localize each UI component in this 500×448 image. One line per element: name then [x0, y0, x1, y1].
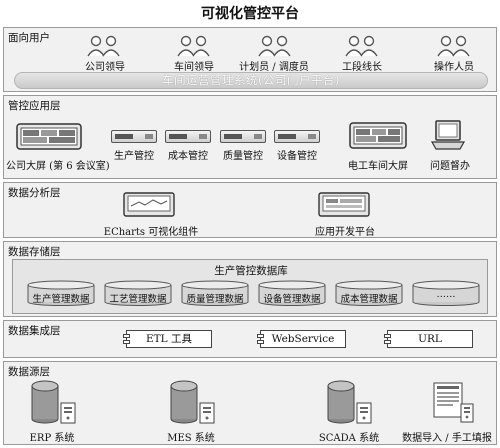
manual-entry-icon: [433, 382, 474, 423]
etl-component: ETL 工具: [123, 330, 212, 348]
company-leader-icon: [87, 35, 120, 57]
module-cost: 成本管控: [168, 151, 208, 162]
dev-platform-label: 应用开发平台: [315, 227, 375, 238]
scada-label: SCADA 系统: [318, 433, 380, 444]
echarts-monitor-icon: [123, 192, 175, 217]
database-group: 生产管控数据库 生产管理数据 工艺管理数据 质量管理数据 设备管理数据 成本管理…: [12, 259, 488, 314]
db-cost-label: 成本管理数据: [340, 294, 398, 305]
production-server-icon: [111, 130, 157, 143]
diagram-title: 可视化管控平台: [201, 6, 299, 22]
person-label-company-leader: 公司领导: [85, 62, 125, 73]
database-group-title: 生产管控数据库: [214, 265, 288, 277]
analysis-layer-label: 数据分析层: [8, 187, 61, 199]
db-production-icon: [27, 280, 95, 306]
echarts-label: ECharts 可视化组件: [103, 227, 199, 238]
etl-label: ETL 工具: [146, 333, 192, 345]
workshop-screen-icon: [349, 122, 407, 149]
operator-icon: [437, 35, 470, 57]
db-quality-icon: [181, 280, 249, 306]
planner-icon: [258, 35, 291, 57]
scada-database-icon: [327, 380, 372, 424]
db-production-label: 生产管理数据: [32, 294, 90, 305]
cost-server-icon: [165, 130, 211, 143]
webservice-label: WebService: [271, 333, 335, 345]
db-more-label: ……: [436, 289, 456, 300]
source-layer-label: 数据源层: [8, 366, 50, 378]
person-label-planner: 计划员 / 调度员: [239, 62, 309, 73]
db-quality-label: 质量管理数据: [186, 294, 244, 305]
portal-bar: 车间运营管理系统(公司门户平台): [14, 72, 488, 89]
integration-layer: 数据集成层 ETL 工具 WebService URL: [3, 320, 497, 358]
db-cost-icon: [335, 280, 403, 306]
mes-label: MES 系统: [167, 433, 215, 444]
url-label: URL: [418, 333, 442, 345]
apps-layer: 管控应用层 公司大屏 (第 6 会议室) 生产管控 成本管控 质量管控 设备管控…: [3, 95, 497, 179]
db-process-icon: [104, 280, 172, 306]
etl-component-tab-top: [123, 334, 130, 338]
webservice-component-tab-top: [257, 334, 264, 338]
storage-layer: 数据存储层 生产管控数据库 生产管理数据 工艺管理数据 质量管理数据 设备管理数…: [3, 241, 497, 317]
storage-layer-label: 数据存储层: [8, 246, 61, 258]
db-equipment-label: 设备管理数据: [263, 294, 321, 305]
erp-label: ERP 系统: [29, 433, 75, 444]
laptop-icon: [430, 120, 466, 150]
analysis-layer: 数据分析层 ECharts 可视化组件 应用开发平台: [3, 182, 497, 238]
big-screen-icon: [16, 123, 82, 150]
line-leader-icon: [345, 35, 378, 57]
webservice-component: WebService: [257, 330, 346, 348]
erp-database-icon: [31, 380, 76, 424]
workshop-leader-icon: [177, 35, 210, 57]
person-label-workshop-leader: 车间领导: [174, 62, 214, 73]
db-more-icon: [412, 280, 480, 306]
person-label-line-leader: 工段线长: [342, 62, 382, 73]
module-quality: 质量管控: [223, 151, 263, 162]
module-equipment: 设备管控: [277, 151, 317, 162]
users-layer-label: 面向用户: [8, 32, 50, 44]
etl-component-tab-bottom: [123, 340, 130, 344]
workshop-screen-label: 电工车间大屏: [348, 161, 408, 172]
person-label-operator: 操作人员: [434, 62, 474, 73]
url-component: URL: [384, 330, 473, 348]
big-screen-label: 公司大屏 (第 6 会议室): [6, 161, 110, 172]
db-process-label: 工艺管理数据: [109, 294, 167, 305]
mes-database-icon: [170, 380, 215, 424]
integration-layer-label: 数据集成层: [8, 325, 61, 337]
users-layer: 面向用户 公司领导 车间领导 计划员 / 调度员 工段线长 操作人员 车间运营管…: [3, 27, 497, 92]
quality-server-icon: [220, 130, 266, 143]
url-component-tab-top: [384, 334, 391, 338]
apps-layer-label: 管控应用层: [8, 100, 61, 112]
dev-platform-monitor-icon: [318, 192, 370, 217]
webservice-component-tab-bottom: [257, 340, 264, 344]
equipment-server-icon: [274, 130, 320, 143]
url-component-tab-bottom: [384, 340, 391, 344]
manual-entry-label: 数据导入 / 手工填报: [402, 433, 492, 444]
db-equipment-icon: [258, 280, 326, 306]
module-production: 生产管控: [114, 151, 154, 162]
supervision-label: 问题督办: [430, 161, 470, 172]
source-layer: 数据源层 ERP 系统 MES 系统 SCADA 系统 数据导入 / 手工填报: [3, 361, 497, 445]
